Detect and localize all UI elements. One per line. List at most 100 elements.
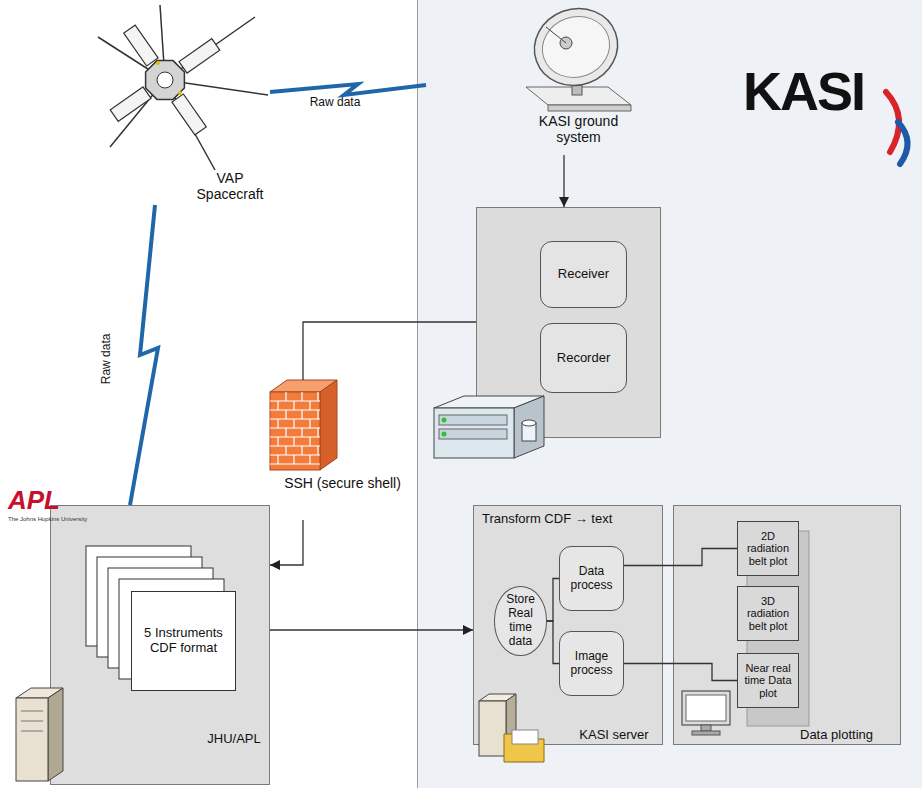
- brick-line: [277, 455, 278, 464]
- text-slot: APL: [8, 486, 78, 516]
- status-led: [442, 418, 447, 423]
- brick-line: [270, 436, 320, 437]
- brick-line: [317, 392, 318, 401]
- brick-line: [309, 419, 310, 428]
- brick-line: [270, 445, 320, 446]
- node-text: Data process: [562, 565, 621, 593]
- brick-line: [301, 392, 302, 401]
- node-text: Store Real time data: [497, 593, 544, 648]
- brick-line: [309, 455, 310, 464]
- brick-line: [301, 410, 302, 419]
- node-text: Data plotting: [779, 728, 894, 743]
- antenna-feed: [560, 37, 572, 49]
- antenna-dish: [534, 7, 618, 87]
- boom-line: [165, 80, 215, 170]
- text-slot: SSH (secure shell): [280, 475, 405, 491]
- brick-line: [293, 437, 294, 446]
- antenna-feed: [546, 27, 566, 43]
- disk-symbol: [522, 423, 536, 441]
- connector: [547, 579, 559, 622]
- status-led: [442, 432, 447, 437]
- tower-computer: [16, 698, 48, 781]
- connector: [624, 664, 737, 681]
- edge-label: Raw data: [100, 324, 114, 394]
- brick-line: [301, 428, 302, 437]
- firewall-side: [320, 380, 337, 470]
- connector: [624, 549, 737, 566]
- plot-box: 2D radiation belt plot: [737, 521, 799, 576]
- text-slot: Data plotting: [779, 728, 894, 743]
- antenna-pedestal: [572, 63, 582, 95]
- antenna-base: [526, 87, 631, 105]
- firewall-front: [270, 392, 320, 470]
- brick-line: [285, 428, 286, 437]
- process-box: Image process: [559, 631, 624, 696]
- logo-text: APL: [8, 486, 78, 516]
- drive-bay: [21, 711, 43, 712]
- sensor-dot: [156, 61, 160, 65]
- brick-line: [317, 410, 318, 419]
- boom-line: [160, 5, 165, 80]
- brick-line: [277, 437, 278, 446]
- server-rack: [434, 396, 544, 408]
- process-box: Data process: [559, 546, 624, 611]
- node-text: Receiver: [558, 267, 609, 282]
- folder-icon: [512, 730, 538, 744]
- server-rack: [434, 408, 514, 458]
- connector: [270, 629, 473, 630]
- monitor-stand: [701, 725, 711, 731]
- brick-line: [293, 455, 294, 464]
- text-slot: Raw data: [300, 96, 370, 110]
- brick-line: [317, 446, 318, 455]
- brick-line: [270, 409, 320, 410]
- text-slot: VAP Spacecraft: [190, 170, 270, 202]
- plot-box: Near real time Data plot: [737, 653, 799, 708]
- apl-box: 5 Instruments CDF formatJHU/APL: [50, 505, 270, 785]
- kasi-region: KASI ground systemReceiverRecorderStore …: [417, 0, 922, 788]
- folder-icon: [504, 734, 544, 762]
- rack-slot: [439, 415, 507, 425]
- node-illustration: [426, 5, 666, 155]
- node-illustration: [265, 380, 405, 520]
- text-slot: JHU/APL: [199, 732, 269, 747]
- monitor-screen: [686, 695, 726, 721]
- text-slot: KASI server: [569, 728, 659, 743]
- connector: [303, 322, 476, 380]
- node-text: JHU/APL: [199, 732, 269, 747]
- spacecraft-body: [157, 72, 173, 88]
- node-text: 3D radiation belt plot: [740, 595, 796, 633]
- brick-line: [277, 419, 278, 428]
- solar-panel: [124, 25, 158, 66]
- spacecraft-illustration: VAP Spacecraft: [90, 5, 270, 205]
- node-text: Image process: [562, 650, 621, 678]
- process-ellipse: Store Real time data: [494, 586, 547, 656]
- node-text: 5 Instruments CDF format: [134, 626, 233, 656]
- brick-line: [293, 419, 294, 428]
- node-text: KASI ground system: [526, 113, 631, 145]
- node-text: SSH (secure shell): [280, 475, 405, 491]
- boom-line: [165, 80, 268, 95]
- drive-bay: [21, 721, 43, 722]
- monitor-icon: [682, 691, 730, 725]
- brick-line: [270, 418, 320, 419]
- logo-swoosh: [886, 92, 899, 152]
- brick-line: [293, 401, 294, 410]
- brick-line: [270, 400, 320, 401]
- firewall-icon: SSH (secure shell): [265, 380, 405, 520]
- ground-antenna: KASI ground system: [426, 5, 666, 155]
- monitor-stand: [692, 731, 720, 735]
- tower-computer: [48, 688, 63, 781]
- process-box: Recorder: [540, 323, 627, 393]
- disk-symbol: [522, 420, 536, 426]
- logo-swoosh: [898, 122, 908, 164]
- rack-slot: [439, 429, 507, 439]
- brick-line: [270, 427, 320, 428]
- antenna-base: [548, 105, 631, 111]
- firewall-top: [270, 380, 337, 392]
- brick-line: [285, 392, 286, 401]
- boom-line: [98, 37, 165, 80]
- receiver-box: ReceiverRecorder: [476, 207, 661, 438]
- brick-line: [270, 463, 320, 464]
- boom-line: [165, 17, 255, 80]
